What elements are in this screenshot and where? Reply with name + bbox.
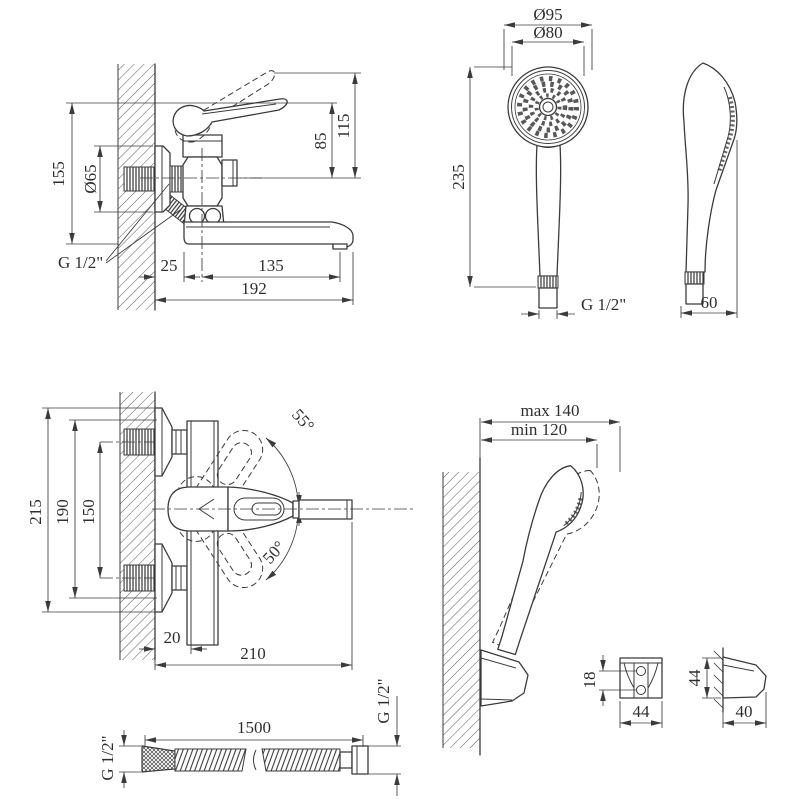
dim-spout-reach: 135 xyxy=(258,256,284,275)
dim-pipe-centers: 150 xyxy=(79,499,98,525)
view-holder: max 140 min 120 xyxy=(442,401,621,756)
view-bracket-front: 18 44 xyxy=(580,655,663,728)
nozzle-band xyxy=(717,96,735,173)
handle-end xyxy=(298,499,353,520)
dim-handle-reach: 210 xyxy=(240,644,266,663)
label-hose-thread-right: G 1/2" xyxy=(374,678,393,723)
dim-hose-length: 1500 xyxy=(237,718,271,737)
view-hose: 1500 G 1/2" G 1/2" xyxy=(98,678,401,796)
label-hose-thread-left: G 1/2" xyxy=(98,735,117,780)
shower-in-holder xyxy=(497,465,584,656)
label-shower-thread: G 1/2" xyxy=(581,295,626,314)
dim-bracket-height: 44 xyxy=(685,669,704,687)
dim-wall-clearance: 20 xyxy=(164,628,181,647)
cartridge-housing xyxy=(182,134,223,158)
dim-wall-offset: 25 xyxy=(161,256,178,275)
bracket-wedge xyxy=(722,656,767,699)
dim-min-offset: min 120 xyxy=(511,420,567,439)
shower-profile xyxy=(682,62,738,273)
view-shower-front: Ø95 Ø80 235 G 1/2" xyxy=(449,5,626,319)
mixer-body-top xyxy=(186,420,219,646)
handle-grip xyxy=(227,486,294,532)
dim-height-raised: 115 xyxy=(334,114,353,139)
dim-swing-up: 55° xyxy=(288,405,318,435)
lever-handle xyxy=(172,98,288,137)
aerator xyxy=(332,243,348,250)
shower-handle xyxy=(535,144,562,277)
dim-max-offset: max 140 xyxy=(520,401,579,420)
dim-bracket-width: 44 xyxy=(633,702,651,721)
nozzle-ring xyxy=(517,76,579,138)
dim-escutcheon-diameter: Ø65 xyxy=(81,164,100,193)
escutcheon-lower xyxy=(154,543,173,613)
shower-holder xyxy=(480,649,529,707)
view-faucet-side: 155 Ø65 115 85 25 135 192 G 1/2" xyxy=(49,63,361,311)
dim-swing-down: 50° xyxy=(259,537,289,567)
view-bracket-side: 44 40 xyxy=(685,647,767,728)
dim-face-diameter: Ø80 xyxy=(533,23,562,42)
dim-total-reach: 192 xyxy=(241,279,267,298)
dim-height-handle: 85 xyxy=(311,133,330,150)
dim-bracket-depth: 40 xyxy=(736,702,753,721)
hose-cone-fitting xyxy=(141,745,176,773)
hose-segment xyxy=(174,748,247,772)
view-shower-side: 60 xyxy=(680,62,738,318)
escutcheon-upper xyxy=(154,407,173,477)
spout xyxy=(183,221,354,249)
handle-up-position xyxy=(176,429,264,542)
wall-hatch xyxy=(443,472,480,748)
dim-total-height: 155 xyxy=(49,161,68,187)
bracket-body xyxy=(619,657,663,699)
view-faucet-top: 55° 50° 215 190 150 20 210 xyxy=(26,391,415,670)
hose-segment xyxy=(261,748,341,772)
thread-band xyxy=(537,275,559,289)
mixer-body xyxy=(182,156,223,207)
dim-outer-diameter: Ø95 xyxy=(533,5,562,24)
dim-shower-depth: 60 xyxy=(701,293,718,312)
dim-escutcheon-span: 190 xyxy=(53,499,72,525)
dim-shower-length: 235 xyxy=(449,164,468,190)
hose-nut xyxy=(351,745,369,775)
label-wall-thread: G 1/2" xyxy=(58,253,103,272)
dim-hole-spacing: 18 xyxy=(580,672,599,689)
dim-overall-span: 215 xyxy=(26,499,45,525)
